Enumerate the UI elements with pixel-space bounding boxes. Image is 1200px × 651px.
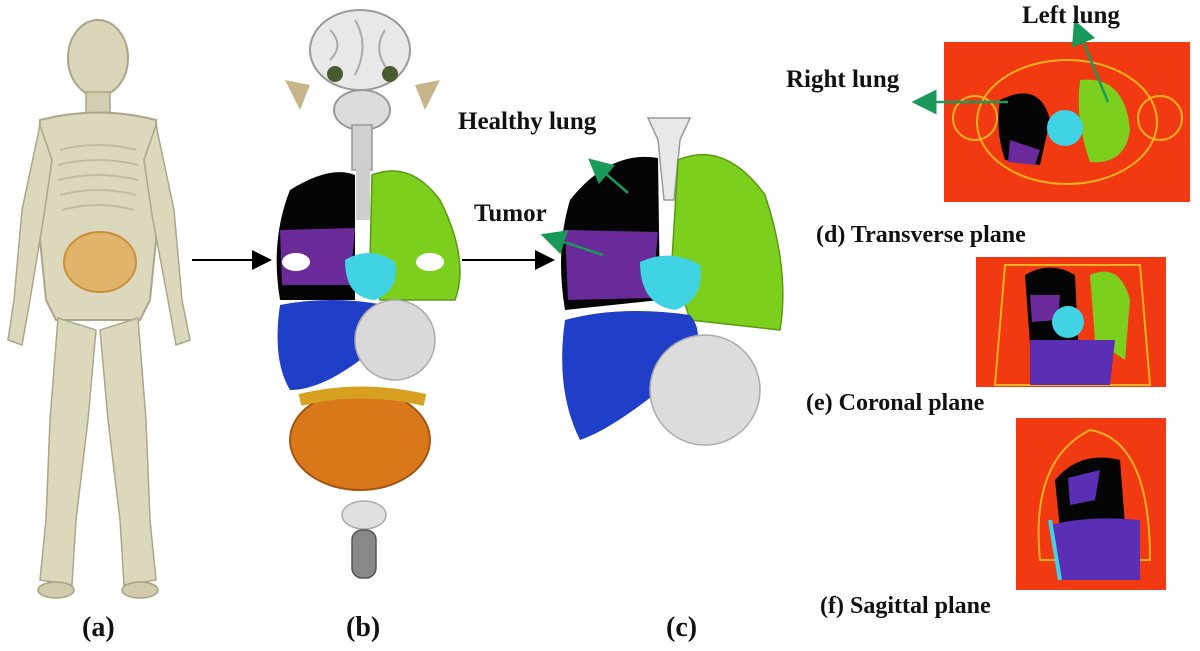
transverse-slice-image xyxy=(944,42,1190,202)
healthy-lung-label: Healthy lung xyxy=(458,108,596,136)
tumor-label: Tumor xyxy=(474,200,547,228)
transverse-plane-label: (d) Transverse plane xyxy=(816,222,1026,249)
organ-model-full xyxy=(277,10,460,578)
coronal-slice-image xyxy=(976,257,1166,387)
sagittal-plane-label: (f) Sagittal plane xyxy=(820,593,991,620)
panel-label-c: (c) xyxy=(666,612,697,644)
coronal-plane-label: (e) Coronal plane xyxy=(806,390,984,417)
panel-label-a: (a) xyxy=(82,612,115,644)
left-lung-label: Left lung xyxy=(1022,2,1120,30)
right-lung-label: Right lung xyxy=(786,66,899,94)
body-phantom-figure xyxy=(8,20,190,598)
sagittal-slice-image xyxy=(1016,418,1166,590)
panel-label-b: (b) xyxy=(346,612,380,644)
thorax-organs-detail xyxy=(561,118,783,445)
